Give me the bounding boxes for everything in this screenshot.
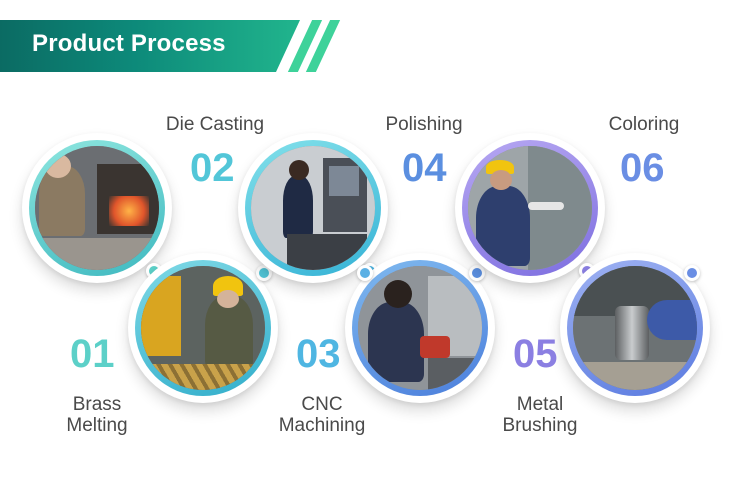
connector-dot-icon [684,265,700,281]
step-ring [567,260,703,396]
photo-coloring [573,266,697,390]
step-number-03: 03 [296,332,341,376]
step-ring [135,260,271,396]
step-number-05: 05 [513,332,558,376]
step-circle-05 [455,133,605,283]
step-label-05-line2: Brushing [502,415,578,436]
step-ring [352,260,488,396]
step-ring [29,140,165,276]
header-banner [0,20,300,72]
step-label-01-line1: Brass [72,394,122,415]
step-circle-06 [560,253,710,403]
step-label-06: Coloring [608,114,680,135]
step-label-04: Polishing [385,114,463,135]
step-circle-01 [22,133,172,283]
step-number-02: 02 [190,146,235,190]
step-number-06: 06 [620,146,665,190]
step-label-05: Metal Brushing [480,394,600,436]
photo-metal-brushing [468,146,592,270]
step-label-02: Die Casting [165,114,265,135]
photo-cnc-machining [251,146,375,270]
step-circle-04 [345,253,495,403]
photo-die-casting [141,266,265,390]
step-circle-03 [238,133,388,283]
step-label-05-line1: Metal [516,394,564,415]
step-ring [462,140,598,276]
step-number-01: 01 [70,332,115,376]
photo-polishing [358,266,482,390]
step-label-01-line2: Melting [66,415,128,436]
page-title: Product Process [32,30,226,57]
connector-dot-icon [357,265,373,281]
step-number-04: 04 [402,146,447,190]
photo-brass-melting [35,146,159,270]
step-label-03: CNC Machining [262,394,382,436]
step-label-01: Brass Melting [47,394,147,436]
step-label-03-line1: CNC [301,394,343,415]
step-circle-02 [128,253,278,403]
step-label-03-line2: Machining [278,415,366,436]
step-ring [245,140,381,276]
